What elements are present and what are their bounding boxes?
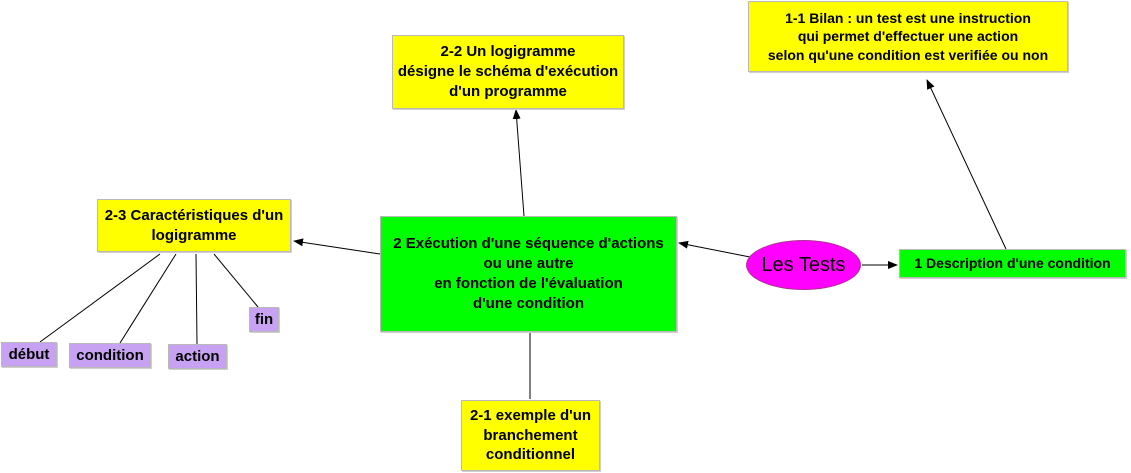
leaf-debut[interactable]: début [1,342,57,367]
leaf-condition-label: condition [76,346,144,364]
edge-caracteristiques-to-fin [213,253,259,308]
root-node-label: Les Tests [761,253,846,276]
edge-caracteristiques-to-debut [39,253,161,343]
node-exemple-branchement[interactable]: 2-1 exemple d'un branchement conditionne… [461,400,600,471]
leaf-condition[interactable]: condition [69,343,151,368]
node-logigramme-definition[interactable]: 2-2 Un logigramme désigne le schéma d'ex… [392,35,624,109]
edge-caracteristiques-to-condition [119,253,177,344]
edge-execution-to-logigramme [512,109,525,217]
leaf-debut-label: début [8,345,50,363]
node-execution-sequence[interactable]: 2 Exécution d'une séquence d'actions ou … [380,216,677,332]
node-description-condition-label: 1 Description d'une condition [914,255,1111,272]
node-exemple-branchement-label: 2-1 exemple d'un branchement conditionne… [469,406,592,464]
edge-description-to-bilan [926,79,1007,250]
leaf-action-label: action [175,347,220,365]
edge-root-to-execution [678,240,751,258]
leaf-fin-label: fin [254,310,274,328]
node-logigramme-definition-label: 2-2 Un logigramme désigne le schéma d'ex… [397,43,619,100]
node-execution-sequence-label: 2 Exécution d'une séquence d'actions ou … [393,235,664,312]
node-bilan[interactable]: 1-1 Bilan : un test est une instruction … [748,1,1068,72]
node-bilan-label: 1-1 Bilan : un test est une instruction … [767,9,1049,63]
node-caracteristiques-logigramme[interactable]: 2-3 Caractéristiques d'un logigramme [97,199,291,252]
root-node-les-tests[interactable]: Les Tests [746,240,861,290]
edge-caracteristiques-to-action [195,253,198,345]
node-caracteristiques-logigramme-label: 2-3 Caractéristiques d'un logigramme [104,206,284,244]
edge-execution-to-caracteristiques [293,238,381,255]
leaf-fin[interactable]: fin [249,307,279,332]
leaf-action[interactable]: action [168,344,227,369]
node-description-condition[interactable]: 1 Description d'une condition [899,249,1126,278]
